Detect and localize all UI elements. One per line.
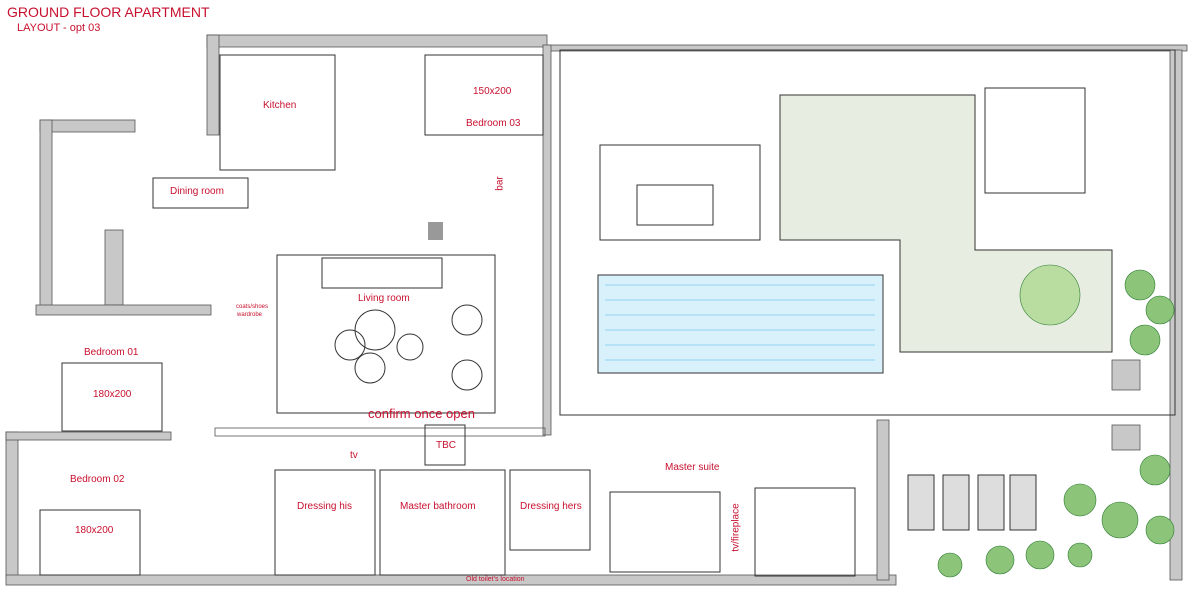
room-label-master-bathroom: Master bathroom: [400, 501, 476, 512]
bed02: [39, 509, 141, 576]
room-label-living: Living room: [358, 293, 410, 304]
room-label-dining: Dining room: [170, 186, 224, 197]
plan-subtitle: LAYOUT - opt 03: [17, 22, 101, 34]
terrace: [559, 49, 1176, 416]
wall: [1111, 359, 1141, 391]
kitchen-area: [219, 54, 336, 171]
wall: [5, 431, 172, 441]
wall: [206, 34, 548, 48]
room-label-bedroom02: Bedroom 02: [70, 474, 125, 485]
wall: [876, 419, 890, 581]
master-sofa: [609, 491, 721, 573]
tv-fireplace-label: tv/fireplace: [730, 503, 742, 552]
table: [354, 309, 396, 351]
plan-title: GROUND FLOOR APARTMENT: [7, 4, 210, 20]
wall: [39, 119, 136, 133]
bed01: [61, 362, 163, 432]
wall: [35, 304, 212, 316]
pool: [597, 274, 884, 374]
wall: [1111, 424, 1141, 451]
wardrobe-label: coats/shoes: [236, 304, 269, 310]
room-label-kitchen: Kitchen: [263, 100, 297, 111]
wall: [542, 44, 552, 436]
dressing-his: [274, 469, 376, 576]
tbc-label: TBC: [436, 440, 456, 451]
living-sofa: [321, 257, 443, 289]
tbc-box: [424, 424, 466, 466]
wall: [104, 229, 124, 306]
living-rug: [276, 254, 496, 414]
wall: [39, 119, 53, 311]
sunloungers: [907, 474, 1037, 531]
dressing-hers: [509, 469, 591, 551]
terrace-daybed: [984, 87, 1086, 194]
dining-table: [152, 177, 249, 209]
bed-size-label: 180x200: [93, 389, 132, 400]
room-label-master-suite: Master suite: [665, 462, 720, 473]
room-label-bedroom01: Bedroom 01: [84, 347, 139, 358]
master-bed: [754, 487, 856, 577]
column: [428, 222, 443, 240]
bed-size-label: 180x200: [75, 525, 114, 536]
master-bathroom: [379, 469, 506, 576]
plants: [937, 264, 1175, 578]
room-label-dressing-his: Dressing his: [297, 501, 353, 512]
wall: [5, 431, 19, 578]
confirm-note: confirm once open: [368, 406, 475, 421]
terrace-lounge: [599, 144, 761, 241]
tv-label: tv: [350, 450, 358, 461]
bedroom03-area: [424, 54, 544, 136]
bed-size-label: 150x200: [473, 86, 512, 97]
old-toilet-note: Old toilet's location: [466, 576, 525, 583]
room-label-bedroom03: Bedroom 03: [466, 118, 521, 129]
room-label-dressing-hers: Dressing hers: [520, 501, 582, 512]
wardrobe-label-2: wardrobe: [237, 312, 263, 318]
wall: [206, 34, 220, 136]
bar-label: bar: [494, 176, 506, 191]
wall: [214, 427, 546, 437]
